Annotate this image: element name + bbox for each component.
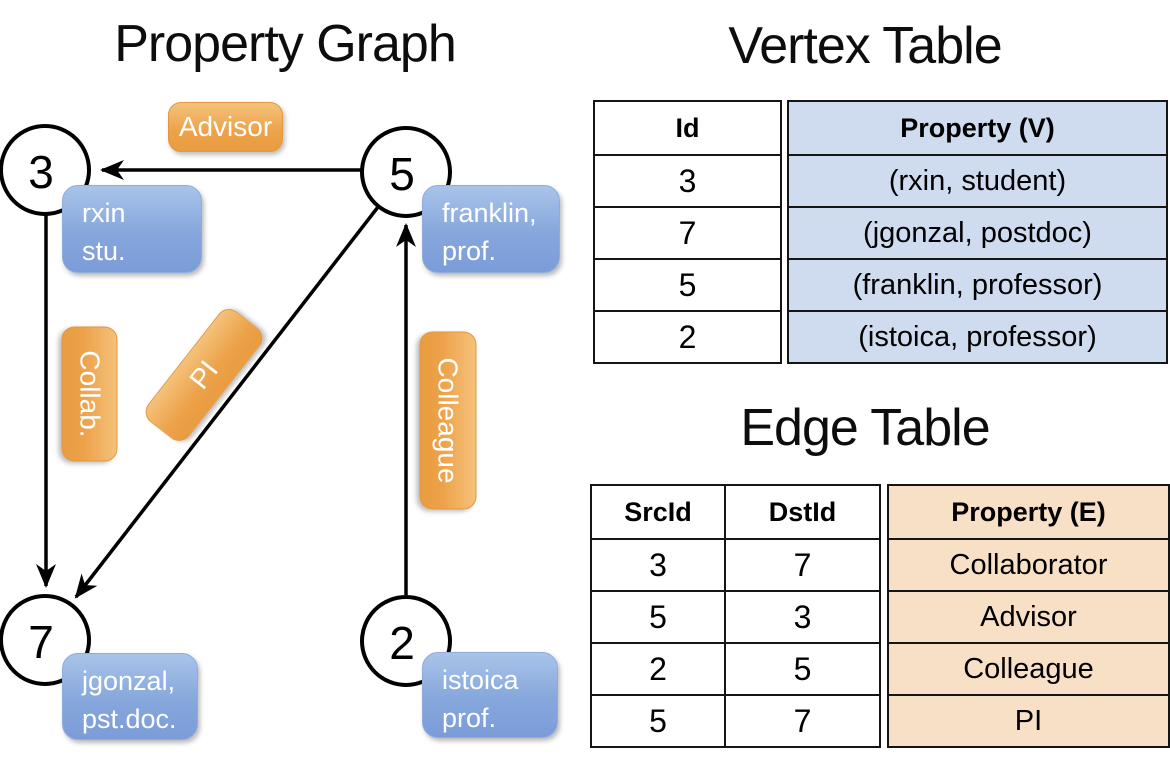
vertex-table-id-column: Id 3 7 5 2 (593, 100, 782, 364)
node-id-3: 3 (28, 146, 54, 198)
edge-dst-cell: 3 (724, 590, 879, 642)
edge-line-pi-5-to-7 (74, 205, 380, 599)
node-id-7: 7 (28, 616, 54, 668)
vertex-property-cell: (jgonzal, postdoc) (789, 206, 1166, 258)
vertex-property-cell: (istoica, professor) (789, 310, 1166, 362)
property-graph-title: Property Graph (114, 15, 457, 73)
edge-col-header-property: Property (E) (951, 496, 1106, 527)
edge-col-header-dstid: DstId (724, 486, 879, 538)
edge-dst-cell: 5 (724, 642, 879, 694)
vertex-id-cell: 3 (595, 154, 780, 206)
vertex-table-property-column: Property (V) (rxin, student) (jgonzal, p… (787, 100, 1168, 364)
node-id-5: 5 (389, 148, 415, 200)
edge-src-cell: 5 (592, 590, 724, 642)
vertex-col-header-property: Property (V) (900, 112, 1055, 143)
vertex-id-cell: 2 (595, 310, 780, 362)
edge-table-property-column: Property (E) Collaborator Advisor Collea… (887, 484, 1170, 748)
edge-src-cell: 3 (592, 538, 724, 590)
vertex-id-cell: 7 (595, 206, 780, 258)
edge-property-cell: Advisor (889, 590, 1168, 642)
edge-table-src-dst-columns: SrcId DstId 3 7 5 3 2 5 5 7 (590, 484, 881, 748)
edge-dst-cell: 7 (724, 694, 879, 746)
node-id-2: 2 (389, 617, 415, 669)
edge-dst-cell: 7 (724, 538, 879, 590)
vertex-property-cell: (franklin, professor) (789, 258, 1166, 310)
edge-col-header-srcid: SrcId (624, 496, 692, 527)
vertex-property-box-rxin: rxin stu. (62, 185, 202, 273)
vertex-property-box-franklin: franklin, prof. (422, 185, 560, 273)
vertex-id-cell: 5 (595, 258, 780, 310)
edge-src-cell: 5 (592, 694, 724, 746)
edge-label-colleague: Colleague (419, 331, 477, 510)
edge-label-advisor: Advisor (168, 102, 283, 152)
edge-property-cell: Colleague (889, 642, 1168, 694)
vertex-property-box-jgonzal: jgonzal, pst.doc. (62, 653, 198, 740)
vertex-property-box-istoica: istoica prof. (422, 652, 558, 738)
edge-property-cell: PI (889, 694, 1168, 746)
edge-src-cell: 2 (592, 642, 724, 694)
vertex-col-header-id: Id (675, 112, 700, 143)
edge-table-title: Edge Table (740, 399, 990, 457)
edge-property-cell: Collaborator (889, 538, 1168, 590)
edge-label-collab: Collab. (61, 326, 118, 462)
vertex-table-title: Vertex Table (728, 17, 1002, 75)
vertex-property-cell: (rxin, student) (789, 154, 1166, 206)
